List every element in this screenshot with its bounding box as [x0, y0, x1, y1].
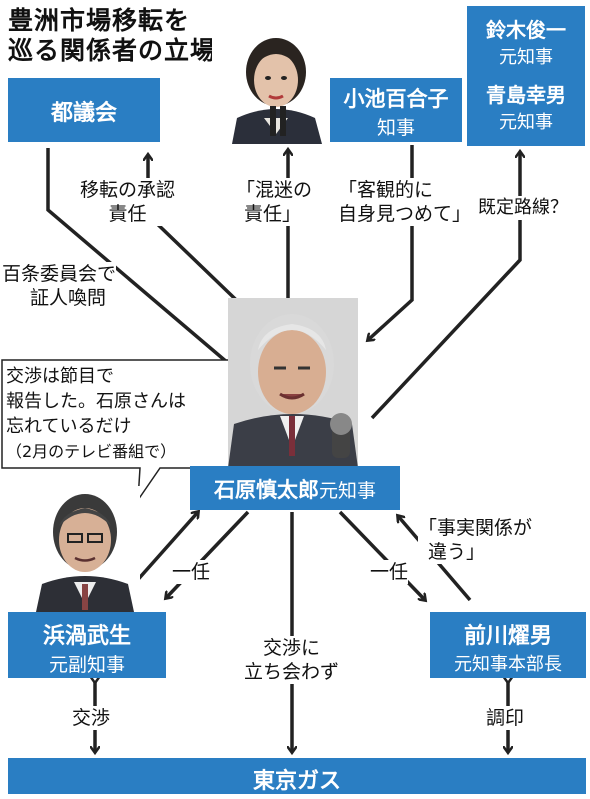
box-togikai: 都議会 [8, 78, 160, 142]
label-confusion-line1: 「混迷の [236, 179, 313, 201]
ishihara-photo [228, 298, 358, 468]
box-hamauzu-name: 浜渦武生 [42, 624, 131, 649]
label-hyakujo-line2: 証人喚問 [30, 287, 107, 309]
box-koike: 小池百合子 知事 [330, 78, 462, 142]
label-ichinin-left: 一任 [172, 560, 211, 584]
label-confusion: 「混迷の 責任」 [236, 178, 313, 226]
hamauzu-photo [30, 486, 140, 612]
box-hamauzu: 浜渦武生 元副知事 [8, 612, 166, 678]
label-kosho: 交渉 [72, 706, 111, 730]
label-hyakujo-line1: 百条委員会で [2, 263, 117, 285]
box-suzuki-name: 鈴木俊一 [486, 18, 566, 42]
box-aoshima-role: 元知事 [499, 112, 553, 133]
quote-line1: 交渉は節目で [6, 366, 114, 387]
label-tachiai-line1: 交渉に [263, 637, 321, 659]
box-koike-role: 知事 [376, 117, 415, 139]
diagram-title: 豊洲市場移転を 巡る関係者の立場 [8, 6, 216, 66]
label-tachiai-line2: 立ち会わず [244, 661, 340, 683]
arrow-togikai-ishihara [46, 148, 248, 380]
label-jijitsu-line1: 「事実関係が [418, 517, 533, 539]
arrow-ishihara-governors [370, 152, 520, 420]
quote-line4: （2月のテレビ番組で） [6, 442, 177, 461]
koike-photo [212, 22, 340, 144]
box-tokyogas: 東京ガス [8, 758, 586, 794]
box-maekawa-name: 前川燿男 [463, 624, 552, 649]
quote-line2: 報告した。石原さんは [6, 391, 186, 412]
label-objective: 「客観的に 自身見つめて」 [338, 178, 472, 226]
label-hyakujo: 百条委員会で 証人喚問 [2, 262, 117, 310]
box-koike-name: 小池百合子 [343, 87, 449, 111]
label-jijitsu-line2: 違う」 [428, 541, 486, 563]
box-ishihara: 石原慎太郎元知事 [190, 466, 400, 510]
box-ishihara-role: 元知事 [318, 480, 376, 502]
box-suzuki-aoshima: 鈴木俊一 元知事 青島幸男 元知事 [467, 6, 585, 146]
box-suzuki-role: 元知事 [499, 47, 553, 68]
label-confusion-line2: 責任」 [244, 203, 302, 225]
title-line-1: 豊洲市場移転を [8, 6, 191, 35]
label-objective-line2: 自身見つめて」 [338, 203, 472, 225]
label-kitei: 既定路線？ [478, 196, 568, 220]
box-maekawa-role: 元知事本部長 [454, 654, 562, 675]
box-aoshima-name: 青島幸男 [486, 83, 566, 107]
box-hamauzu-role: 元副知事 [48, 654, 125, 676]
box-tokyogas-name: 東京ガス [252, 769, 341, 794]
label-tachiai: 交渉に 立ち会わず [244, 636, 340, 684]
box-maekawa: 前川燿男 元知事本部長 [430, 612, 586, 678]
box-ishihara-name: 石原慎太郎 [213, 478, 319, 502]
box-togikai-name: 都議会 [50, 101, 117, 126]
quote-line3: 忘れているだけ [6, 416, 132, 437]
title-line-2: 巡る関係者の立場 [8, 36, 217, 65]
arrow-ishihara-hamauzu [166, 510, 250, 598]
label-ichinin-right: 一任 [370, 560, 409, 584]
label-choin: 調印 [486, 706, 525, 730]
label-transfer-line1: 移転の承認 [80, 179, 176, 201]
label-transfer-line2: 責任 [108, 203, 147, 225]
label-hamauzu-quote: 交渉は節目で 報告した。石原さんは 忘れているだけ （2月のテレビ番組で） [6, 364, 186, 464]
label-objective-line1: 「客観的に [338, 179, 434, 201]
arrow-ishihara-maekawa [338, 510, 425, 600]
label-jijitsu: 「事実関係が 違う」 [418, 516, 533, 564]
arrow-koike-ishihara [368, 145, 414, 340]
label-transfer-responsibility: 移転の承認 責任 [80, 178, 176, 226]
